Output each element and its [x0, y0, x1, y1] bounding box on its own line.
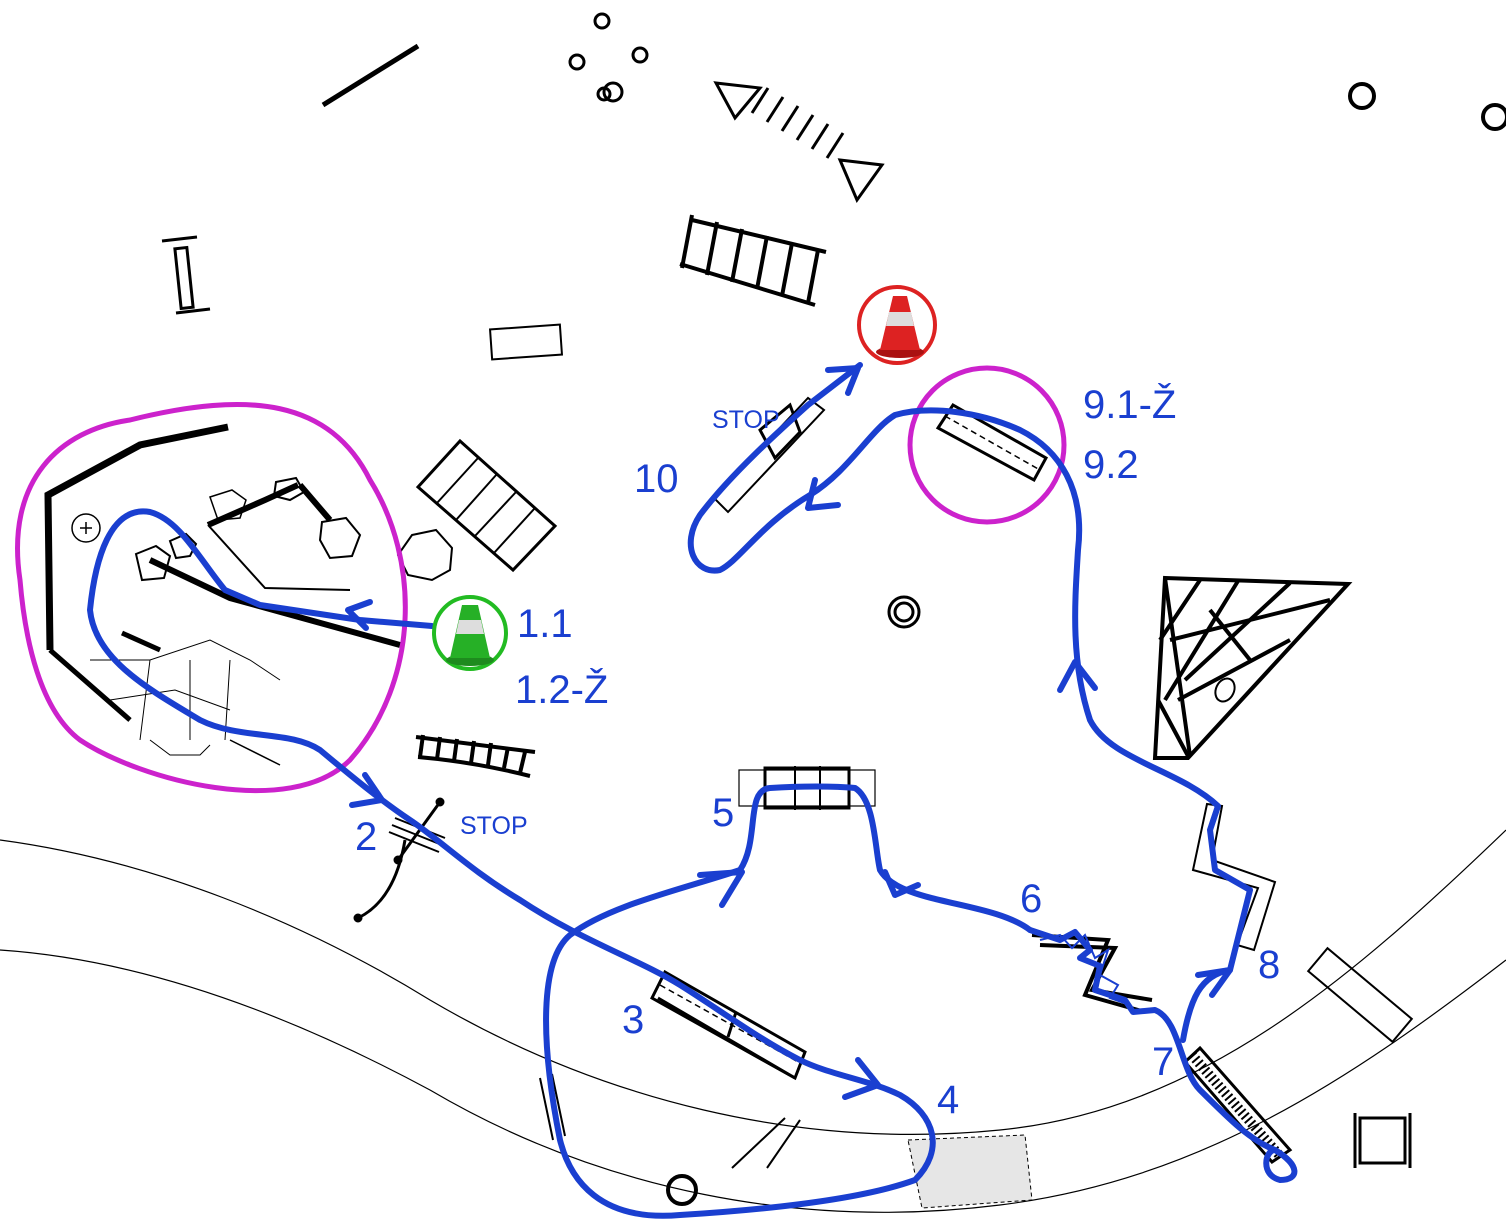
- gravel-patch: [907, 1134, 1033, 1209]
- route-path: [87, 362, 1298, 1219]
- obstacle-slalom: [713, 81, 885, 204]
- finish-marker: [857, 285, 937, 365]
- label-station-4: 4: [937, 1078, 959, 1122]
- obstacle-zigzag-6: [1031, 933, 1153, 1014]
- obstacle-octagon: [396, 528, 454, 582]
- label-station-2: 2: [355, 815, 377, 859]
- zone-circle-1: [15, 401, 408, 794]
- label-station-9-1: 9.1-Ž: [1083, 382, 1176, 427]
- obstacle-bench-right: [1306, 946, 1414, 1044]
- obstacle-well: [887, 595, 921, 629]
- label-station-5: 5: [712, 791, 734, 835]
- zone-circle-9: [907, 365, 1067, 525]
- obstacle-balance-beam: [161, 235, 211, 315]
- road-lines: [0, 829, 1506, 1213]
- obstacle-gate-2: [353, 797, 446, 923]
- obstacle-seesaw-3: [650, 969, 807, 1081]
- label-station-10: 10: [634, 457, 679, 501]
- obstacle-plank: [488, 323, 564, 361]
- label-station-1-1: 1.1: [517, 602, 573, 646]
- label-station-6: 6: [1020, 877, 1042, 921]
- obstacle-ladder-mid: [415, 734, 536, 778]
- label-station-1-2: 1.2-Ž: [515, 667, 608, 712]
- label-station-9-2: 9.2: [1083, 443, 1139, 487]
- obstacle-plank-9: [935, 402, 1049, 483]
- obstacle-stumps: [568, 12, 649, 103]
- obstacle-ramp-7: [1182, 1045, 1293, 1164]
- label-station-3: 3: [622, 998, 644, 1042]
- label-station-8: 8: [1258, 943, 1280, 987]
- label-station-7: 7: [1152, 1040, 1174, 1084]
- label-stop-10: STOP: [712, 406, 780, 434]
- obstacle-table: [1353, 1113, 1412, 1168]
- obstacle-rock-wall: [44, 423, 401, 766]
- obstacle-zigzag-8: [1191, 802, 1277, 952]
- route-arrows: [345, 365, 1233, 1100]
- obstacle-ladder-top: [679, 214, 827, 307]
- obstacle-log: [321, 43, 420, 108]
- obstacle-triangle-net: [1152, 575, 1353, 760]
- obstacle-circles-right: [1348, 82, 1506, 131]
- obstacle-post-bottom: [666, 1174, 698, 1206]
- label-stop-2: STOP: [460, 812, 528, 840]
- crossing-marks: [539, 1073, 801, 1169]
- obstacle-pallet-stack: [415, 438, 558, 573]
- start-marker: [432, 595, 508, 671]
